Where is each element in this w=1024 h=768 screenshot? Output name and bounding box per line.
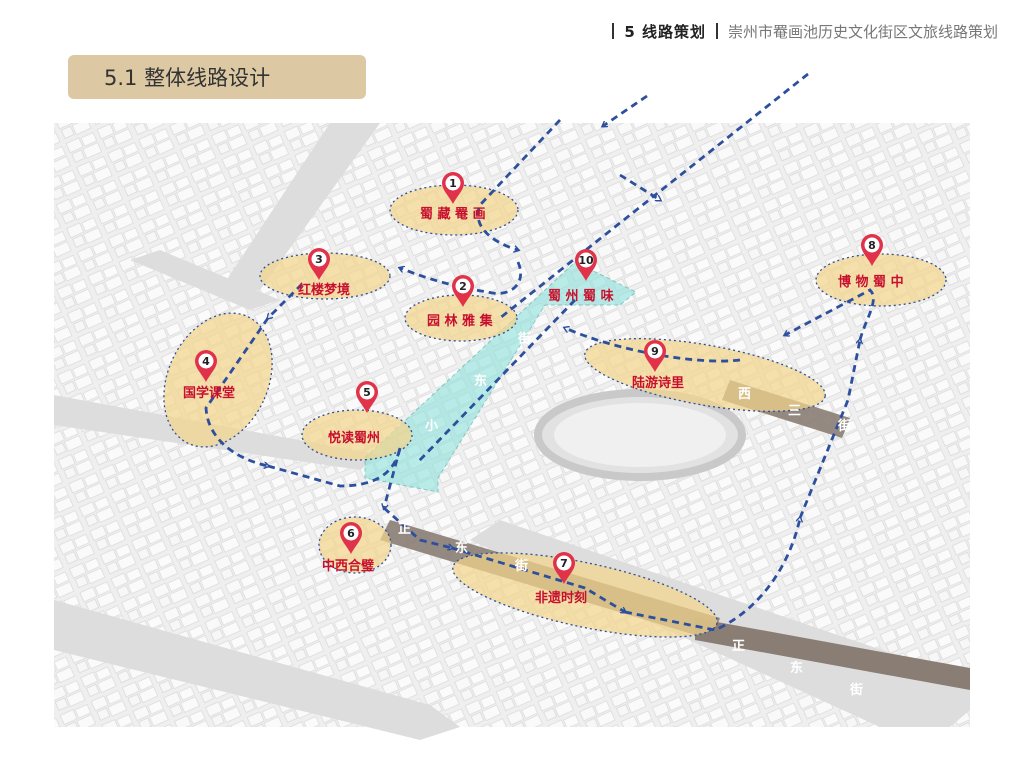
- sports-field: [534, 389, 746, 481]
- street-char: 正: [732, 639, 745, 654]
- poi-label-2: 园 林 雅 集: [427, 313, 494, 329]
- map-pin-icon[interactable]: 7: [553, 552, 575, 584]
- route-5-loop: [267, 447, 402, 488]
- map-pin-icon[interactable]: 6: [340, 522, 362, 554]
- pin-number: 3: [315, 253, 323, 266]
- header-divider: [612, 23, 615, 39]
- pin-number: 5: [363, 386, 371, 399]
- route-7-east: [451, 546, 625, 612]
- pin-number: 1: [449, 177, 457, 190]
- route-1-to-2: [476, 119, 562, 250]
- street-char: 西: [738, 387, 751, 402]
- zone-2: [404, 294, 518, 342]
- poi-label-5: 悦读蜀州: [328, 430, 380, 446]
- street-label-xisan: 西 三 街: [738, 387, 851, 434]
- pin-number: 4: [202, 355, 210, 368]
- zone-5: [301, 409, 413, 461]
- zone-8: [815, 253, 947, 307]
- poi-label-9: 陆游诗里: [632, 375, 684, 391]
- pin-number: 9: [651, 345, 659, 358]
- route-arrow-ne: [619, 173, 660, 200]
- map-pin-icon[interactable]: 10: [575, 249, 597, 281]
- pin-number: 8: [868, 239, 876, 252]
- pin-number: 6: [347, 527, 355, 540]
- poi-label-6: 中西合璧: [322, 558, 374, 574]
- header-divider: [715, 23, 718, 39]
- route-2-to-3: [400, 261, 522, 295]
- street-label-zhengdong-east: 正 东 街: [732, 639, 863, 698]
- street-char: 东: [790, 660, 803, 676]
- map-pin-icon[interactable]: 3: [308, 248, 330, 280]
- street-label-zhengdong-west: 正 东 街: [398, 522, 528, 574]
- pin-number: 7: [560, 557, 568, 570]
- route-corridor: [416, 299, 577, 463]
- route-entry-1: [603, 94, 648, 126]
- page-title-text: 5.1 整体线路设计: [104, 66, 271, 90]
- map-pin-icon[interactable]: 9: [644, 340, 666, 372]
- zone-3: [259, 252, 391, 300]
- route-5-to-6: [384, 447, 402, 508]
- street-char: 东: [474, 373, 487, 389]
- map-pin-icon[interactable]: 2: [452, 275, 474, 307]
- page-title: 5.1 整体线路设计: [68, 55, 366, 99]
- page-header: 5 线路策划 崇州市罨画池历史文化街区文旅线路策划: [602, 20, 998, 42]
- route-9-to-10: [565, 328, 741, 363]
- poi-label-3: 红楼梦境: [298, 282, 350, 298]
- poi-label-7: 非遗时刻: [535, 590, 587, 606]
- map-pin-icon[interactable]: 1: [442, 172, 464, 204]
- map-pin-icon[interactable]: 8: [861, 234, 883, 266]
- route-7-to-8: [624, 518, 800, 632]
- street-char: 东: [455, 540, 468, 556]
- street-char: 三: [788, 404, 801, 419]
- map-pin-icon[interactable]: 5: [356, 381, 378, 413]
- route-6-to-7: [383, 506, 452, 548]
- document-subtitle: 崇州市罨画池历史文化街区文旅线路策划: [727, 22, 998, 41]
- poi-label-10: 蜀 州 蜀 味: [548, 288, 614, 304]
- section-label: 5 线路策划: [624, 22, 706, 41]
- street-char: 街: [514, 558, 528, 574]
- route-north: [798, 340, 860, 519]
- poi-label-4: 国学课堂: [183, 385, 235, 401]
- street-char: 街: [837, 418, 851, 434]
- pin-number: 10: [578, 254, 594, 267]
- route-4-to-5: [204, 317, 268, 466]
- zone-1: [389, 184, 519, 236]
- poi-label-8: 博 物 蜀 中: [838, 274, 904, 290]
- street-char: 街: [849, 682, 863, 698]
- street-label-xiaodong: 小 东 街: [425, 331, 531, 434]
- pin-number: 2: [459, 280, 467, 293]
- poi-label-1: 蜀 藏 罨 画: [420, 206, 486, 222]
- map-pin-icon[interactable]: 4: [195, 350, 217, 382]
- street-char: 正: [398, 522, 411, 537]
- street-zhengdong-east: [695, 618, 970, 690]
- zone-4: [163, 312, 273, 448]
- route-3-to-4: [268, 283, 303, 318]
- route-8-to-9: [785, 288, 875, 341]
- street-char: 小: [425, 419, 438, 434]
- zone-9: [584, 337, 826, 413]
- street-char: 街: [517, 331, 531, 347]
